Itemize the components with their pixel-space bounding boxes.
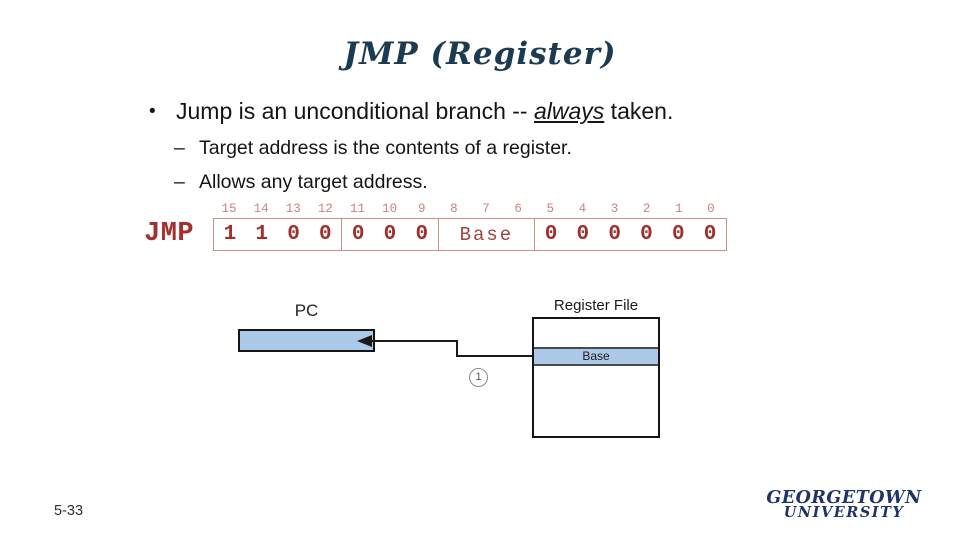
bit-value: 0 [383,223,397,246]
bit-number: 6 [514,202,522,216]
bit-numbers-row: 15 14 13 12 11 10 9 8 7 6 5 4 3 2 1 0 [213,202,727,216]
bit-value: 0 [703,223,717,246]
logo-line1: GEORGETOWN [766,488,922,508]
encoding-field-zeros-high: 0 0 0 [341,219,437,250]
register-file-table: Base [532,317,660,438]
bit-number: 5 [546,202,555,216]
base-register-row: Base [534,347,658,366]
bullet-sub-any-address: – Allows any target address. [174,170,774,194]
connector-arrow [357,335,546,357]
always-emphasis: always [533,98,605,124]
base-field-label: Base [459,223,514,246]
encoding-field-opcode: 1 1 0 0 [214,219,341,250]
bit-number: 15 [221,202,237,216]
bullet-sub1-text: Target address is the contents of a regi… [199,137,572,159]
bullet-sub-target-address: – Target address is the contents of a re… [174,136,774,160]
bit-value: 0 [351,223,365,246]
dash-icon: – [174,137,185,159]
bit-value: 0 [608,223,621,246]
bit-value: 0 [544,223,558,246]
bit-value: 0 [640,223,653,246]
bullet-sub2-text: Allows any target address. [199,171,428,193]
bit-value: 0 [415,223,429,246]
bullet-icon: • [149,101,156,122]
bit-number: 7 [482,202,490,216]
instruction-encoding-table: 1 1 0 0 0 0 0 Base 0 0 0 0 0 0 [213,218,727,251]
bit-value: 0 [576,223,590,246]
step-1-marker: 1 [469,368,488,387]
bit-number: 3 [610,202,619,216]
bit-number: 0 [707,202,715,216]
georgetown-logo: GEORGETOWN UNIVERSITY [750,488,938,521]
bit-number: 14 [253,202,269,216]
bit-value: 0 [287,223,300,246]
bullet-main: • Jump is an unconditional branch -- alw… [149,97,849,127]
register-file-label: Register File [553,297,639,314]
opcode-mnemonic: JMP [144,219,195,249]
page-title: JMP (Register) [343,36,617,72]
bit-number: 9 [418,202,426,216]
dash-icon: – [174,171,185,193]
bit-number: 13 [285,202,301,216]
bit-number: 11 [350,202,366,216]
encoding-field-zeros-low: 0 0 0 0 0 0 [534,219,726,250]
pc-label: PC [294,301,319,320]
bit-number: 10 [382,202,398,216]
bit-number: 12 [317,202,333,216]
encoding-field-base: Base [437,219,534,250]
bit-value: 1 [255,223,269,246]
logo-line2: UNIVERSITY [783,504,905,521]
bit-number: 4 [578,202,587,216]
bullet-main-post: taken. [604,98,674,124]
arrowhead-icon [357,335,372,347]
bit-number: 2 [642,202,651,216]
bit-value: 0 [319,223,332,246]
bullet-main-text: Jump is an unconditional branch -- alway… [176,97,673,127]
bit-value: 0 [671,223,685,246]
bit-number: 8 [450,202,458,216]
bullet-main-pre: Jump is an unconditional branch -- [176,98,534,124]
bit-number: 1 [675,202,683,216]
page-number: 5-33 [54,503,84,519]
bit-value: 1 [223,223,237,246]
connector-line [368,340,546,357]
